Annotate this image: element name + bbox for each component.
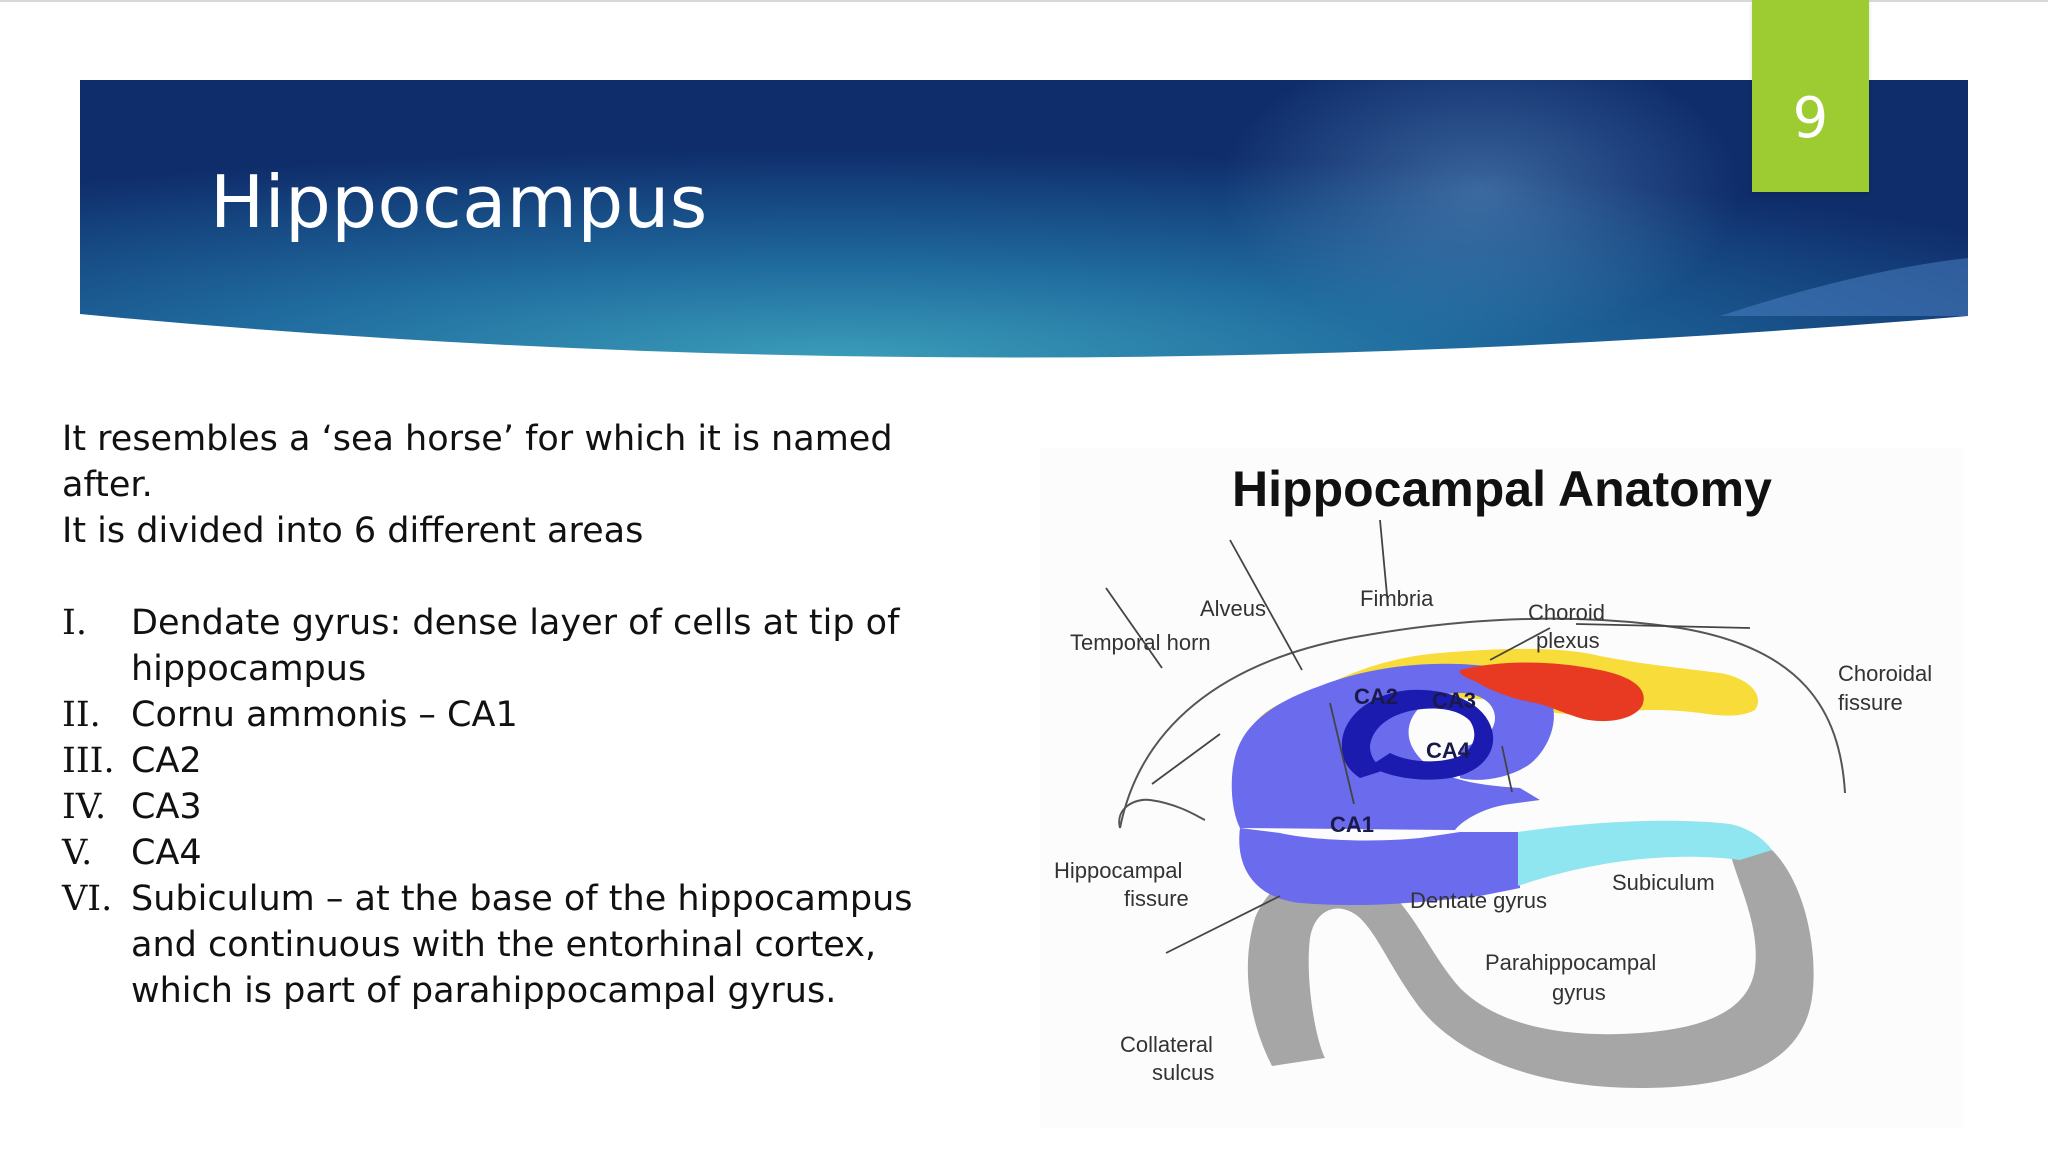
- parahippocampal-gyrus-label-1: Parahippocampal: [1485, 950, 1656, 975]
- choroid-plexus-label-2: plexus: [1536, 628, 1600, 653]
- list-item: III. CA2: [62, 738, 982, 784]
- list-item-text: Dendate gyrus: dense layer of cells at t…: [131, 603, 900, 689]
- ca1-label: CA1: [1330, 812, 1374, 837]
- collateral-sulcus-leader: [1165, 895, 1281, 954]
- top-border-line: [0, 0, 2048, 2]
- collateral-sulcus-label-2: sulcus: [1152, 1060, 1214, 1085]
- choroidal-fissure-label-2: fissure: [1838, 690, 1903, 715]
- areas-list: I. Dendate gyrus: dense layer of cells a…: [62, 600, 982, 1014]
- figure-title: Hippocampal Anatomy: [1232, 461, 1772, 517]
- list-item-text: CA4: [131, 833, 202, 873]
- temporal-horn-label: Temporal horn: [1070, 630, 1211, 655]
- anatomy-diagram: Alveus Fimbria Choroid plexus Temporal h…: [1054, 519, 1932, 1088]
- list-item: I. Dendate gyrus: dense layer of cells a…: [62, 600, 982, 692]
- temporal-horn-outline: [1119, 617, 1846, 829]
- parahippocampal-gyrus-label-2: gyrus: [1552, 980, 1606, 1005]
- ca2-label: CA2: [1354, 684, 1398, 709]
- hippocampal-fissure-leader: [1151, 733, 1221, 785]
- ca-field-shape: [1231, 663, 1554, 830]
- ventricle-tip-outline: [1118, 798, 1206, 829]
- list-item-number: II.: [62, 695, 101, 735]
- dentate-gyrus-label: Dentate gyrus: [1410, 888, 1547, 913]
- fimbria-leader: [1379, 519, 1389, 607]
- title-banner: [80, 80, 1968, 380]
- choroid-plexus-leader: [1489, 627, 1551, 661]
- ca1-limb-shape: [1239, 828, 1520, 906]
- list-item-text: CA2: [131, 741, 202, 781]
- dentate-gyrus-shape: [1341, 689, 1494, 780]
- list-item-number: VI.: [62, 879, 113, 919]
- fimbria-shape: [1459, 662, 1644, 722]
- list-item: IV. CA3: [62, 784, 982, 830]
- hippocampal-fissure-label-2: fissure: [1124, 886, 1189, 911]
- page-number: 9: [1792, 86, 1829, 151]
- alveus-label: Alveus: [1200, 596, 1266, 621]
- ca4-label: CA4: [1426, 738, 1471, 763]
- list-item: V. CA4: [62, 830, 982, 876]
- slide-title: Hippocampus: [210, 160, 708, 244]
- list-item: II. Cornu ammonis – CA1: [62, 692, 982, 738]
- list-item-text: Subiculum – at the base of the hippocamp…: [131, 879, 913, 1011]
- temporal-horn-leader: [1105, 587, 1163, 669]
- parahippocampal-gyrus-shape: [1247, 850, 1814, 1088]
- intro-line-2: It is divided into 6 different areas: [62, 511, 644, 551]
- list-item-number: I.: [62, 603, 87, 643]
- list-item-text: Cornu ammonis – CA1: [131, 695, 518, 735]
- alveus-leader: [1229, 539, 1303, 671]
- page-number-badge: 9: [1752, 0, 1869, 192]
- list-item-text: CA3: [131, 787, 202, 827]
- dentate-gyrus-leader: [1329, 702, 1355, 805]
- slide-body: It resembles a ‘sea horse’ for which it …: [62, 416, 982, 1014]
- subiculum-label: Subiculum: [1612, 870, 1715, 895]
- hippocampal-anatomy-figure: Hippocampal Anatomy: [1040, 448, 1964, 1128]
- list-item-number: III.: [62, 741, 115, 781]
- list-item: VI. Subiculum – at the base of the hippo…: [62, 876, 982, 1014]
- list-item-number: IV.: [62, 787, 107, 827]
- hippocampal-fissure-label-1: Hippocampal: [1054, 858, 1182, 883]
- choroidal-fissure-leader: [1575, 623, 1751, 629]
- list-item-number: V.: [62, 833, 93, 873]
- choroidal-fissure-label-1: Choroidal: [1838, 661, 1932, 686]
- subiculum-shape: [1518, 820, 1772, 886]
- intro-line-1: It resembles a ‘sea horse’ for which it …: [62, 419, 893, 505]
- ca3-label: CA3: [1432, 688, 1476, 713]
- choroid-plexus-label-1: Choroid: [1528, 600, 1605, 625]
- fimbria-label: Fimbria: [1360, 586, 1434, 611]
- leader-lines: [1105, 519, 1751, 954]
- subiculum-leader: [1501, 745, 1513, 793]
- collateral-sulcus-label-1: Collateral: [1120, 1032, 1213, 1057]
